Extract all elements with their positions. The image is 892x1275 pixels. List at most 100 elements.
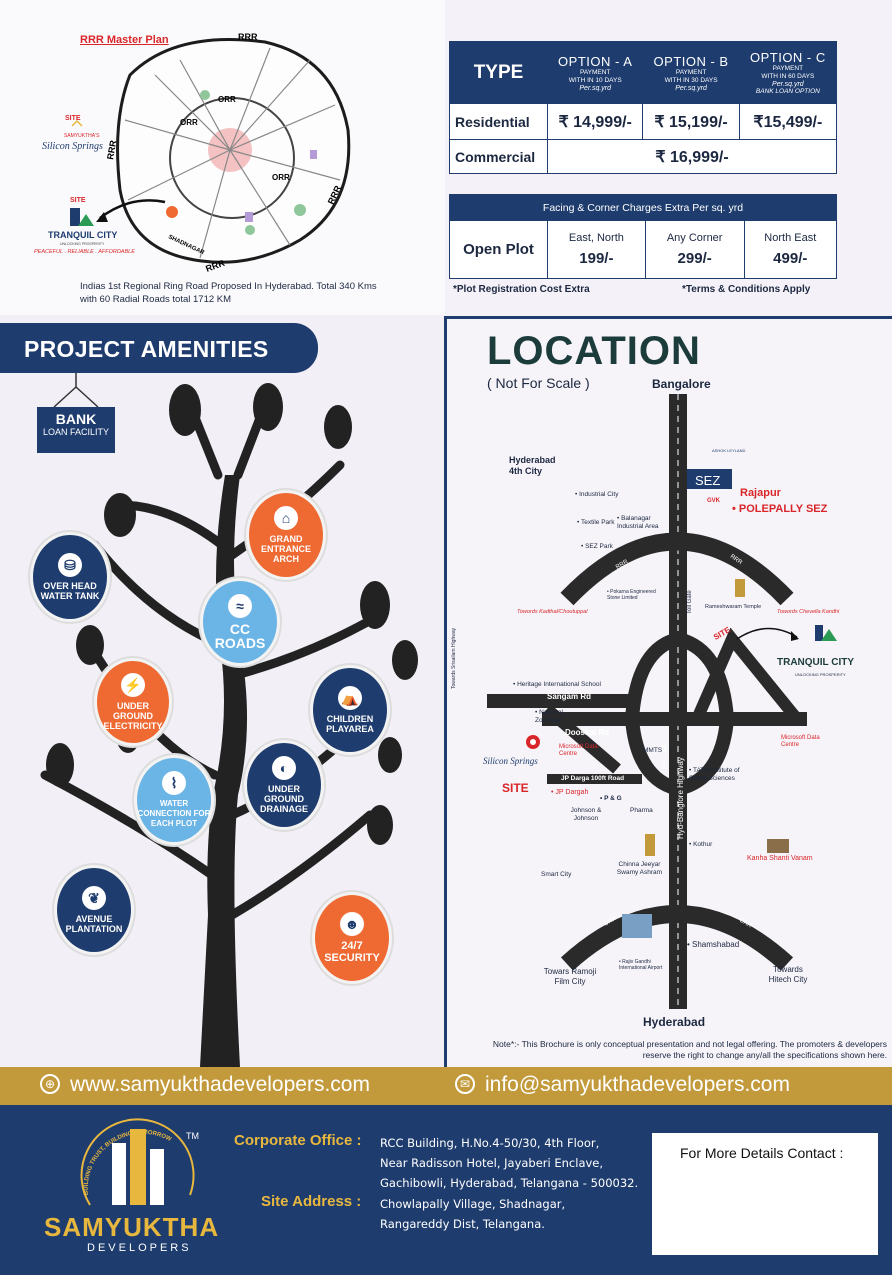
- logo-tower-1: [112, 1143, 126, 1205]
- bangalore-label: Bangalore: [652, 377, 711, 391]
- site-label: SITE: [502, 781, 529, 795]
- sez-box: [687, 469, 732, 489]
- zoo-park-label: • National Zoo Park: [535, 709, 563, 724]
- airport-image: [622, 914, 652, 938]
- balanagar-label: • Balanagar Industrial Area: [617, 515, 659, 530]
- arch-icon: ⌂: [274, 506, 298, 530]
- mmts-label: MMTS: [643, 747, 663, 754]
- facing-name: Any Corner: [666, 232, 723, 244]
- orr-ring: [169, 97, 295, 219]
- tranquil-building-icon: [70, 208, 80, 226]
- commercial-price: ₹ 16,999/-: [547, 139, 837, 174]
- smart-city-label: Smart City: [541, 871, 572, 878]
- amenity-label: CC ROADS: [214, 621, 266, 651]
- tranquil-arrow: [736, 627, 798, 640]
- jp-darga-road-label: JP Darga 100ft Road: [561, 775, 625, 782]
- amenity-label: UNDER GROUND DRAINAGE: [259, 784, 308, 814]
- contact-box: For More Details Contact :: [652, 1133, 878, 1255]
- site1-brand: SAMYUKTHA'S: [64, 133, 100, 139]
- kanha-label: Kanha Shanti Vanam: [747, 855, 813, 862]
- commercial-row: Commercial ₹ 16,999/-: [449, 139, 837, 174]
- polepally-label: • POLEPALLY SEZ: [732, 503, 828, 515]
- logo-tagline: DEVELOPERS: [87, 1242, 192, 1254]
- sez-park-label: • SEZ Park: [581, 543, 613, 550]
- address-line: Near Radisson Hotel, Jayaberi Enclave,: [380, 1156, 604, 1170]
- dooskal-road-label: Dooskal Rd: [565, 728, 610, 737]
- terms-note: *Terms & Conditions Apply: [682, 284, 811, 295]
- globe-icon: ⊕: [40, 1074, 60, 1094]
- option-c-header: OPTION - C PAYMENT WITH IN 60 DAYS Per.s…: [738, 41, 838, 104]
- location-subtitle: ( Not For Scale ): [487, 375, 590, 391]
- temple-icon: [735, 579, 745, 597]
- address-line: Chowlapally Village, Shadnagar,: [380, 1197, 566, 1211]
- chinna-jeeyar-label: Chinna Jeeyar Swamy Ashram: [616, 861, 663, 876]
- registration-note: *Plot Registration Cost Extra: [453, 284, 590, 295]
- statue-icon: [645, 834, 655, 856]
- location-panel: LOCATION ( Not For Scale ) NH - 44: [444, 316, 892, 1068]
- tranquil-roof-icon: [78, 214, 94, 226]
- tranquil-roof-icon: [821, 629, 837, 641]
- option-c-per: Per.sq.yrd: [772, 80, 804, 88]
- amenity-underground-drainage: ◐ UNDER GROUND DRAINAGE: [244, 740, 324, 830]
- site-address: Chowlapally Village, Shadnagar, Rangared…: [380, 1194, 565, 1234]
- sangam-road-label: Sangam Rd: [547, 692, 592, 701]
- highway-label: Hyd-Banglore Highway: [676, 757, 685, 839]
- amenities-panel: PROJECT AMENITIES BANK LOAN FACILITY ⌂ G…: [0, 315, 445, 1067]
- amenity-label: CHILDREN PLAYAREA: [326, 714, 374, 734]
- amenity-children-playarea: ⛺ CHILDREN PLAYAREA: [310, 665, 390, 755]
- residential-price-a: ₹ 14,999/-: [546, 103, 644, 140]
- heritage-label: • Heritage International School: [513, 681, 601, 688]
- option-b-name: OPTION - B: [653, 53, 729, 69]
- residential-label: Residential: [449, 103, 548, 140]
- bank-line2: LOAN FACILITY: [42, 427, 110, 437]
- email-link[interactable]: ✉info@samyukthadevelopers.com: [455, 1073, 790, 1097]
- amenity-label: WATER CONNECTION FOR EACH PLOT: [137, 799, 211, 828]
- logo-tower-2: [130, 1129, 146, 1205]
- amenity-label: UNDER GROUND ELECTRICITY: [103, 701, 163, 731]
- rajapur-label: Rajapur: [740, 487, 781, 499]
- option-b-sub1: PAYMENT: [675, 68, 707, 76]
- water-tank-icon: ⛁: [58, 553, 82, 577]
- amenity-label: OVER HEAD WATER TANK: [40, 581, 100, 601]
- site2-tag: UNLOCKING PROSPERITY: [60, 242, 105, 246]
- map-roads: [487, 394, 807, 1009]
- hyd-4th-city-label: Hyderabad 4th City: [509, 455, 556, 476]
- ramoji-label: Towars Ramoji Film City: [543, 967, 597, 986]
- facing-east-north: East, North 199/-: [547, 220, 646, 279]
- kadthal-label: Towords Kadthal/Choutuppal: [517, 609, 588, 615]
- website-text: www.samyukthadevelopers.com: [70, 1073, 370, 1096]
- site1-name: Silicon Springs: [42, 141, 103, 152]
- microsoft-dc-2-label: Microsoft Data Centre: [781, 735, 820, 748]
- option-b-sub2: WITH IN 30 DAYS: [664, 76, 718, 84]
- industrial-city-label: • Industrial City: [575, 491, 619, 498]
- silicon-springs-label: Silicon Springs: [483, 756, 538, 766]
- price-header-row: TYPE OPTION - A PAYMENT WITH IN 10 DAYS …: [449, 41, 838, 104]
- sez-label: SEZ: [695, 473, 720, 488]
- option-b-per: Per.sq.yrd: [675, 84, 707, 92]
- price-table: TYPE OPTION - A PAYMENT WITH IN 10 DAYS …: [449, 41, 838, 174]
- amenity-underground-electricity: ⚡ UNDER GROUND ELECTRICITY: [94, 658, 172, 746]
- facing-any-corner: Any Corner 299/-: [644, 220, 745, 279]
- rrr-title: RRR Master Plan: [80, 34, 169, 46]
- site1-logo-icon: [71, 119, 83, 127]
- tranquil-tag-label: UNLOCKING PROSPERITY: [795, 672, 846, 677]
- amenities-title: PROJECT AMENITIES: [0, 323, 318, 373]
- rrr-label-top: RRR: [238, 32, 258, 42]
- facing-name: North East: [764, 232, 817, 244]
- corporate-office-label: Corporate Office :: [234, 1132, 362, 1149]
- rameshwaram-label: Rameshwaram Temple: [705, 604, 762, 610]
- location-title: LOCATION: [487, 329, 701, 373]
- address-line: Gachibowli, Hyderabad, Telangana - 50003…: [380, 1176, 639, 1190]
- option-a-sub2: WITH IN 10 DAYS: [568, 76, 622, 84]
- road-icon: ≈: [228, 594, 252, 618]
- website-link[interactable]: ⊕ www.samyukthadevelopers.com: [40, 1073, 370, 1097]
- email-text: info@samyukthadevelopers.com: [485, 1073, 790, 1096]
- option-c-sub1: PAYMENT: [772, 64, 804, 72]
- facing-value: 199/-: [579, 250, 614, 267]
- tollgate-label: Toll Gate: [687, 590, 693, 614]
- logo-name: SAMYUKTHA: [44, 1212, 220, 1242]
- orr-label-right: ORR: [272, 173, 290, 182]
- option-c-extra: BANK LOAN OPTION: [755, 87, 820, 95]
- option-a-header: OPTION - A PAYMENT WITH IN 10 DAYS Per.s…: [546, 41, 644, 104]
- amenity-label: GRAND ENTRANCE ARCH: [260, 534, 311, 564]
